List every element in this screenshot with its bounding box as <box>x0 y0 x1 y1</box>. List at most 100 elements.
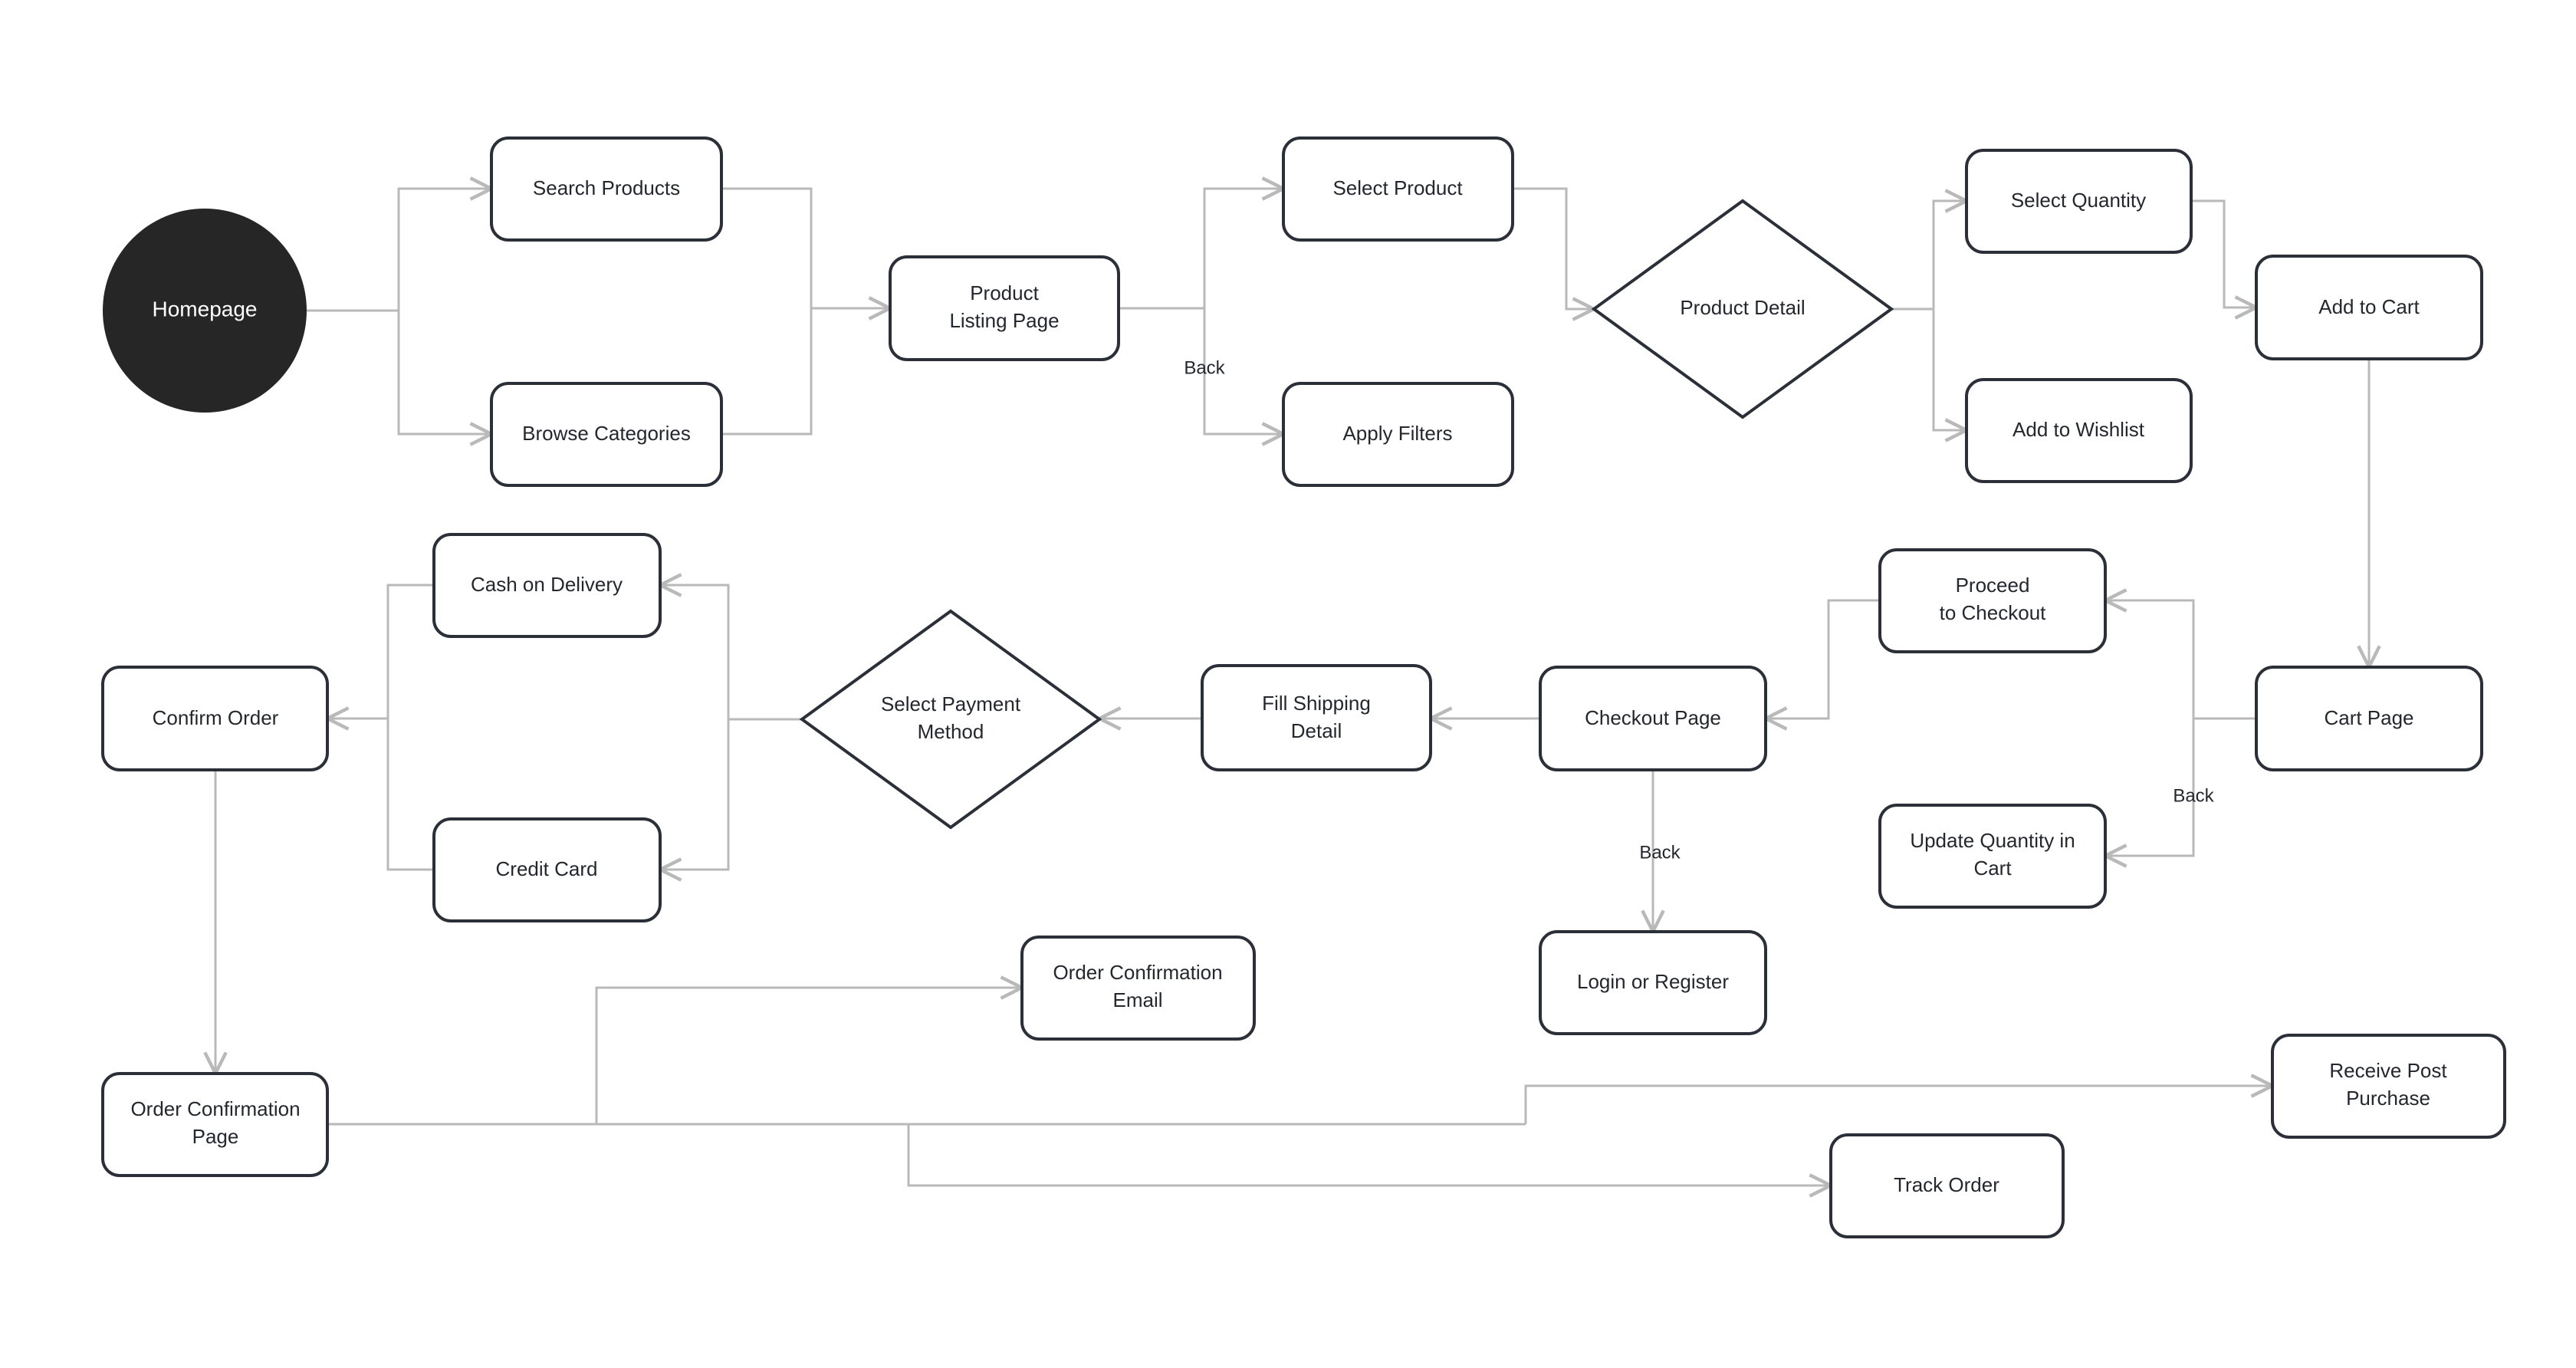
node-label-product-listing-page-line1: Product <box>970 281 1039 304</box>
cash-on-delivery-shape <box>432 533 662 638</box>
proceed-to-checkout-shape <box>1878 548 2107 653</box>
edge-label-back-checkout: Back <box>1639 842 1681 863</box>
node-label-homepage: Homepage <box>153 297 258 321</box>
node-label-confirm-order: Confirm Order <box>153 706 279 729</box>
edge-label-back-plp: Back <box>1184 357 1225 378</box>
node-browse-categories[interactable]: Browse Categories <box>490 382 723 487</box>
node-label-update-qty-line2: Cart <box>1973 857 2012 880</box>
node-label-order-conf-page-line2: Page <box>192 1125 239 1148</box>
search-products-shape <box>490 136 723 242</box>
node-label-add-to-cart: Add to Cart <box>2318 295 2420 318</box>
node-cart-page[interactable]: Cart Page <box>2255 666 2483 771</box>
node-label-checkout-page: Checkout Page <box>1585 706 1721 729</box>
select-payment-method-diamond-shape <box>799 609 1102 830</box>
node-track-order[interactable]: Track Order <box>1829 1133 2065 1238</box>
node-proceed-to-checkout[interactable]: Proceed to Checkout <box>1878 548 2107 653</box>
edge-trunk-post-purchase <box>1524 1086 2272 1124</box>
node-label-product-detail: Product Detail <box>1680 296 1805 319</box>
edge-payment-credit <box>660 719 730 870</box>
edge-label-back-cart: Back <box>2173 785 2214 806</box>
add-to-cart-shape <box>2255 255 2483 360</box>
node-label-cart-page: Cart Page <box>2324 706 2413 729</box>
node-add-to-wishlist[interactable]: Add to Wishlist <box>1965 378 2193 483</box>
product-listing-page-shape <box>889 255 1120 361</box>
edge-cart-proceed <box>2105 600 2195 719</box>
product-detail-diamond-shape <box>1591 199 1894 419</box>
confirm-order-shape <box>101 666 329 771</box>
apply-filters-shape <box>1282 382 1514 487</box>
order-confirmation-page-shape <box>101 1072 329 1177</box>
node-label-order-email-line2: Email <box>1112 988 1162 1011</box>
node-checkout-page[interactable]: Checkout Page <box>1539 666 1767 771</box>
node-order-confirmation-page[interactable]: Order Confirmation Page <box>101 1072 329 1177</box>
edge-select-qty-add-cart <box>2191 199 2256 307</box>
edge-payment-cash <box>660 585 730 719</box>
node-label-cash-on-delivery: Cash on Delivery <box>471 573 623 596</box>
node-receive-post-purchase[interactable]: Receive Post Purchase <box>2271 1034 2506 1139</box>
edge-labels-layer: Back Back Back <box>1184 357 2214 863</box>
node-label-order-conf-page-line1: Order Confirmation <box>130 1097 300 1120</box>
node-search-products[interactable]: Search Products <box>490 136 723 242</box>
edge-detail-select-qty <box>1932 201 1967 309</box>
node-label-track-order: Track Order <box>1894 1173 1999 1196</box>
node-update-quantity-in-cart[interactable]: Update Quantity in Cart <box>1878 804 2107 909</box>
node-label-add-to-wishlist: Add to Wishlist <box>2013 418 2145 441</box>
login-or-register-shape <box>1539 930 1767 1035</box>
edge-credit-merge <box>386 719 434 871</box>
node-label-order-email-line1: Order Confirmation <box>1053 961 1222 984</box>
node-fill-shipping-detail[interactable]: Fill Shipping Detail <box>1201 664 1432 771</box>
edge-search-merge <box>721 187 813 308</box>
node-login-or-register[interactable]: Login or Register <box>1539 930 1767 1035</box>
homepage-circle-shape <box>103 209 307 413</box>
node-add-to-cart[interactable]: Add to Cart <box>2255 255 2483 360</box>
fill-shipping-detail-shape <box>1201 664 1432 771</box>
select-product-shape <box>1282 136 1514 242</box>
node-label-credit-card: Credit Card <box>496 857 598 880</box>
node-label-post-purchase-line2: Purchase <box>2346 1087 2430 1110</box>
node-select-quantity[interactable]: Select Quantity <box>1965 149 2193 254</box>
node-select-product[interactable]: Select Product <box>1282 136 1514 242</box>
node-label-update-qty-line1: Update Quantity in <box>1910 829 2075 852</box>
cart-page-shape <box>2255 666 2483 771</box>
node-confirm-order[interactable]: Confirm Order <box>101 666 329 771</box>
node-apply-filters[interactable]: Apply Filters <box>1282 382 1514 487</box>
edge-proceed-checkout <box>1766 599 1880 719</box>
add-to-wishlist-shape <box>1965 378 2193 483</box>
node-label-login-or-register: Login or Register <box>1577 970 1729 993</box>
node-label-fill-shipping-line1: Fill Shipping <box>1262 692 1371 715</box>
node-label-post-purchase-line1: Receive Post <box>2329 1059 2447 1082</box>
edge-cart-update-qty <box>2105 719 2195 856</box>
edge-trunk-order-email <box>595 988 1022 1124</box>
node-label-fill-shipping-line2: Detail <box>1291 719 1342 742</box>
update-quantity-shape <box>1878 804 2107 909</box>
edge-detail-add-wishlist <box>1932 309 1967 430</box>
order-confirmation-email-shape <box>1020 936 1256 1041</box>
node-label-proceed-line2: to Checkout <box>1940 601 2047 624</box>
edge-plp-apply-filters <box>1203 308 1283 434</box>
node-order-confirmation-email[interactable]: Order Confirmation Email <box>1020 936 1256 1041</box>
edges-layer <box>215 189 2369 1185</box>
node-credit-card[interactable]: Credit Card <box>432 817 662 922</box>
node-homepage[interactable]: Homepage <box>103 209 307 413</box>
node-product-detail[interactable]: Product Detail <box>1591 199 1894 419</box>
node-select-payment-method[interactable]: Select Payment Method <box>799 609 1102 830</box>
track-order-shape <box>1829 1133 2065 1238</box>
node-label-proceed-line1: Proceed <box>1956 574 2030 597</box>
nodes-layer: Homepage Search Products Browse Categori… <box>101 136 2506 1238</box>
node-label-browse-categories: Browse Categories <box>522 422 691 445</box>
node-label-select-quantity: Select Quantity <box>2011 189 2146 212</box>
edge-homepage-search <box>397 189 491 311</box>
node-label-search-products: Search Products <box>533 176 680 199</box>
node-label-product-listing-page-line2: Listing Page <box>949 309 1059 332</box>
edge-browse-merge <box>721 308 813 436</box>
node-cash-on-delivery[interactable]: Cash on Delivery <box>432 533 662 638</box>
edge-trunk-track-order <box>907 1124 1831 1185</box>
edge-plp-select-product <box>1203 189 1283 308</box>
checkout-page-shape <box>1539 666 1767 771</box>
browse-categories-shape <box>490 382 723 487</box>
edge-select-product-detail <box>1513 187 1594 309</box>
receive-post-purchase-shape <box>2271 1034 2506 1139</box>
node-label-select-payment-line1: Select Payment <box>881 692 1021 715</box>
node-product-listing-page[interactable]: Product Listing Page <box>889 255 1120 361</box>
